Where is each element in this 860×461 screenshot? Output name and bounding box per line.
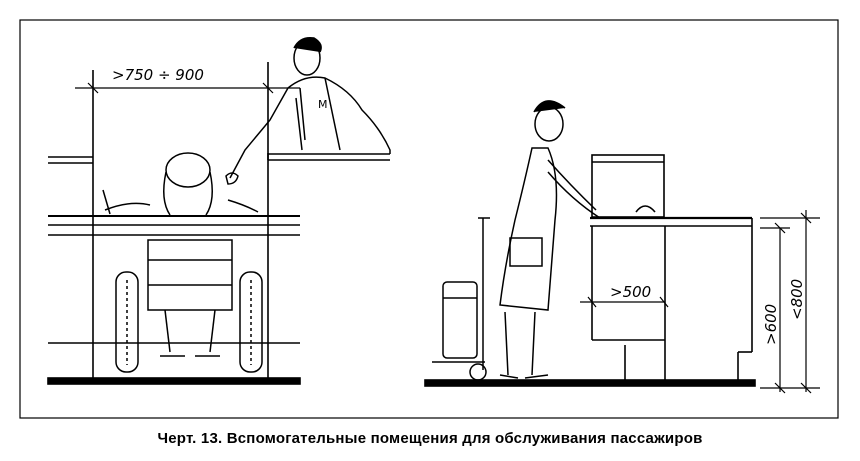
diagram-frame xyxy=(19,19,839,419)
luggage-trolley-figure xyxy=(432,217,490,381)
dimension-label-height: <800 xyxy=(788,279,806,320)
dimension-heights xyxy=(760,210,820,394)
dimension-label-depth: >500 xyxy=(610,283,651,301)
figure-caption: Черт. 13. Вспомогательные помещения для … xyxy=(157,430,703,447)
dimension-counter-reach xyxy=(75,82,300,94)
wheelchair-user-figure xyxy=(102,152,263,373)
dimension-label-knee: >600 xyxy=(762,304,780,345)
right-scene xyxy=(424,154,756,387)
svg-text:M: M xyxy=(318,98,328,111)
dimension-label-reach: >750 ÷ 900 xyxy=(112,66,204,84)
clerk-figure: M xyxy=(225,36,391,185)
dimension-cabinet-depth xyxy=(580,296,669,308)
standing-woman-figure xyxy=(499,100,601,379)
left-scene xyxy=(47,62,390,385)
